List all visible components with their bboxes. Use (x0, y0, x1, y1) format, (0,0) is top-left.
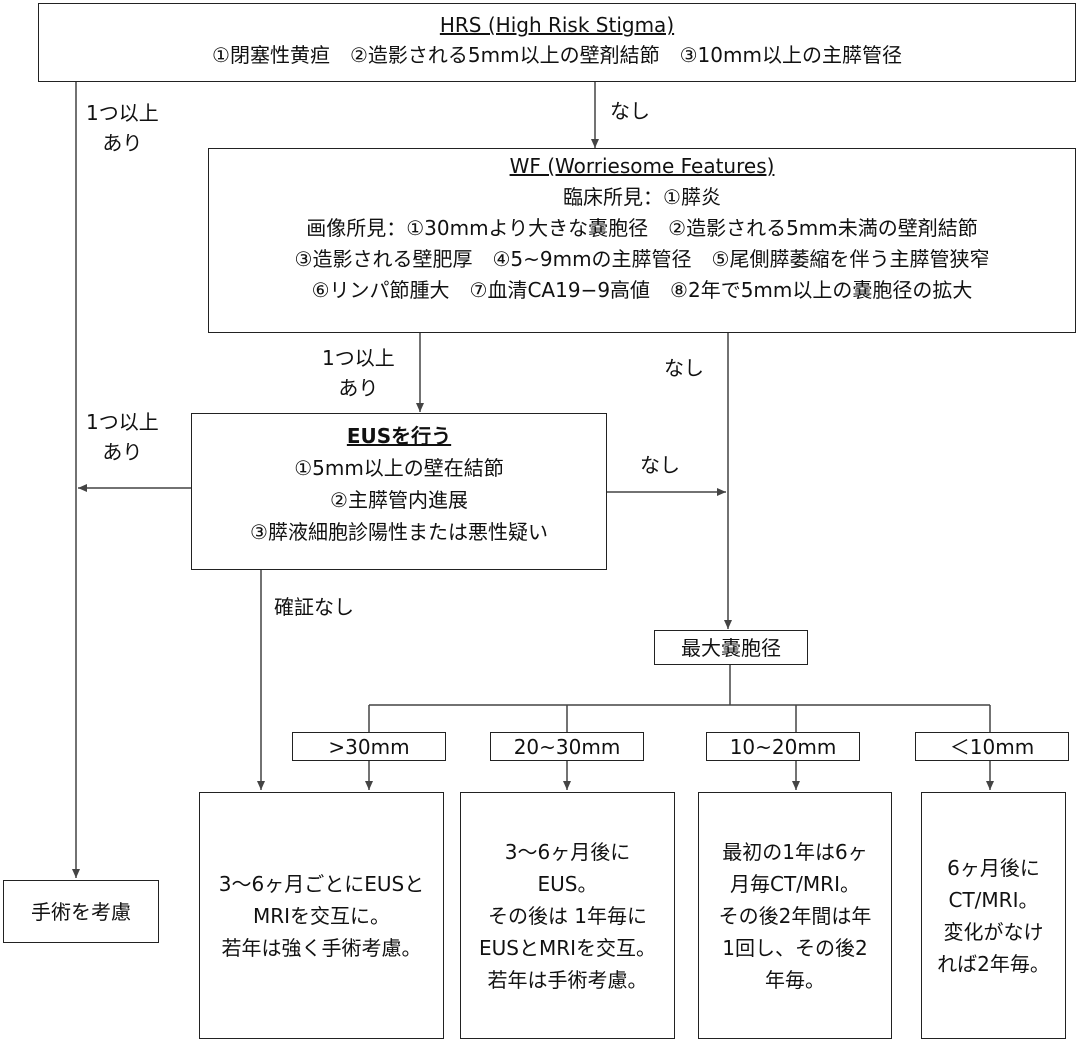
edge-label-eus-present: 1つ以上 あり (86, 407, 159, 467)
outcome-box-20-30mm: 3〜6ヶ月後に EUS。 その後は 1年毎に EUSとMRIを交互。 若年は手術… (460, 792, 675, 1039)
outcome-line: MRIを交互に。 (252, 903, 391, 928)
size-box-10-20mm: 10~20mm (706, 732, 860, 761)
outcome-line: 年毎。 (765, 967, 825, 992)
edge-label-text: 1つ以上 (86, 410, 159, 434)
wf-imaging-findings-1: 画像所見：①30mmより大きな嚢胞径 ②造影される5mm未満の壁剤結節 (306, 216, 978, 240)
edge-label-not-confirmed: 確証なし (274, 592, 354, 622)
outcome-line: 若年は手術考慮。 (487, 967, 648, 992)
outcome-box-under-10mm: 6ヶ月後に CT/MRI。 変化がなけ れば2年毎。 (921, 792, 1066, 1039)
outcome-line: 月毎CT/MRI。 (730, 871, 860, 896)
outcome-line: EUS。 (537, 871, 598, 896)
edge-label-eus-none: なし (640, 450, 680, 480)
edge-label-hrs-present: 1つ以上 あり (86, 98, 159, 158)
wf-clinical-findings: 臨床所見：①膵炎 (563, 185, 721, 209)
outcome-line: れば2年毎。 (937, 951, 1050, 976)
outcome-line: 6ヶ月後に (947, 855, 1040, 880)
edge-label-text: 確証なし (274, 595, 354, 619)
size-box-over-30mm: >30mm (292, 732, 446, 761)
edge-label-text: 1つ以上 (322, 346, 395, 370)
size-label: 20~30mm (513, 734, 621, 759)
edge-label-wf-none: なし (664, 353, 704, 383)
outcome-line: その後は 1年毎に (487, 903, 648, 928)
size-label: >30mm (328, 734, 410, 759)
outcome-box-over-30mm: 3〜6ヶ月ごとにEUSと MRIを交互に。 若年は強く手術考慮。 (199, 792, 444, 1039)
wf-title: WF (Worriesome Features) (509, 154, 775, 178)
eus-box: EUSを行う ①5mm以上の壁在結節 ②主膵管内進展 ③膵液細胞診陽性または悪性… (191, 413, 607, 570)
size-box-20-30mm: 20~30mm (490, 732, 644, 761)
edge-label-wf-present: 1つ以上 あり (322, 343, 395, 403)
hrs-box: HRS (High Risk Stigma) ①閉塞性黄疸 ②造影される5mm以… (38, 3, 1076, 82)
eus-criterion-1: ①5mm以上の壁在結節 (294, 456, 504, 480)
outcome-line: 3〜6ヶ月ごとにEUSと (218, 871, 425, 896)
outcome-line: CT/MRI。 (948, 887, 1039, 912)
wf-box: WF (Worriesome Features) 臨床所見：①膵炎 画像所見：①… (208, 148, 1076, 333)
surgery-label: 手術を考慮 (31, 899, 131, 924)
eus-criterion-3: ③膵液細胞診陽性または悪性疑い (250, 520, 548, 544)
eus-criterion-2: ②主膵管内進展 (330, 488, 468, 512)
surgery-box: 手術を考慮 (3, 880, 159, 943)
edge-label-text: なし (664, 356, 704, 380)
max-cyst-size-box: 最大嚢胞径 (654, 630, 808, 665)
edge-label-text: あり (338, 376, 379, 400)
size-box-under-10mm: ＜10mm (915, 732, 1069, 761)
max-cyst-size-label: 最大嚢胞径 (681, 635, 781, 660)
hrs-criteria: ①閉塞性黄疸 ②造影される5mm以上の壁剤結節 ③10mm以上の主膵管径 (212, 43, 902, 67)
eus-title: EUSを行う (346, 424, 452, 448)
wf-imaging-findings-2: ③造影される壁肥厚 ④5~9mmの主膵管径 ⑤尾側膵萎縮を伴う主膵管狭窄 (294, 247, 990, 271)
hrs-title: HRS (High Risk Stigma) (439, 13, 675, 37)
size-label: 10~20mm (729, 734, 837, 759)
outcome-box-10-20mm: 最初の1年は6ヶ 月毎CT/MRI。 その後2年間は年 1回し、その後2 年毎。 (698, 792, 892, 1039)
edge-label-text: なし (610, 99, 650, 123)
size-label: ＜10mm (949, 734, 1035, 759)
edge-label-hrs-none: なし (610, 96, 650, 126)
outcome-line: 3〜6ヶ月後に (504, 839, 631, 864)
wf-imaging-findings-3: ⑥リンパ節腫大 ⑦血清CA19−9高値 ⑧2年で5mm以上の嚢胞径の拡大 (311, 278, 973, 302)
outcome-line: 最初の1年は6ヶ (722, 839, 868, 864)
outcome-line: その後2年間は年 (718, 903, 872, 928)
edge-label-text: あり (102, 131, 143, 155)
edge-label-text: 1つ以上 (86, 101, 159, 125)
outcome-line: 変化がなけ (943, 919, 1044, 944)
edge-label-text: あり (102, 440, 143, 464)
outcome-line: 1回し、その後2 (722, 935, 868, 960)
edge-label-text: なし (640, 453, 680, 477)
outcome-line: EUSとMRIを交互。 (478, 935, 657, 960)
outcome-line: 若年は強く手術考慮。 (221, 935, 422, 960)
